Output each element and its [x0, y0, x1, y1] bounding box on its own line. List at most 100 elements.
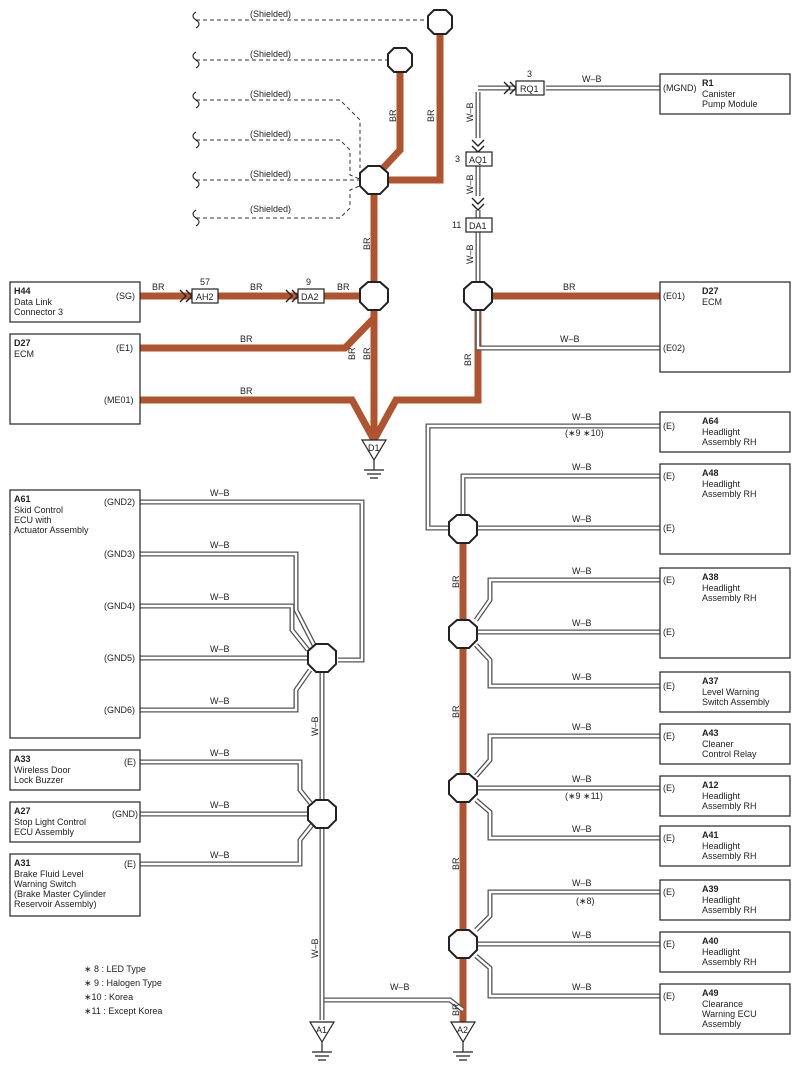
svg-text:W–B: W–B: [210, 850, 230, 860]
component-a31: A31 Brake Fluid Level Warning Switch (Br…: [9, 853, 141, 917]
svg-text:Clearance: Clearance: [702, 999, 743, 1009]
svg-text:W–B: W–B: [210, 488, 230, 498]
svg-text:A40: A40: [702, 936, 719, 946]
svg-text:(E): (E): [663, 731, 675, 741]
svg-text:Headlight: Headlight: [702, 427, 741, 437]
wb-wires-right: [319, 423, 660, 1012]
svg-text:BR: BR: [451, 1003, 461, 1016]
svg-text:W–B: W–B: [572, 722, 592, 732]
svg-text:3: 3: [527, 69, 532, 79]
svg-text:(E): (E): [663, 627, 675, 637]
wb-wires-top: [475, 85, 660, 351]
svg-text:W–B: W–B: [572, 930, 592, 940]
component-a38: A38 Headlight Assembly RH (E) (E): [659, 567, 791, 659]
svg-text:(E): (E): [663, 991, 675, 1001]
svg-text:A1: A1: [316, 1025, 327, 1035]
svg-text:ECU with: ECU with: [14, 515, 52, 525]
svg-text:A38: A38: [702, 572, 719, 582]
svg-text:H44: H44: [14, 286, 31, 296]
svg-text:W–B: W–B: [390, 982, 410, 992]
svg-text:(E): (E): [663, 681, 675, 691]
svg-text:W–B: W–B: [572, 774, 592, 784]
svg-text:BR: BR: [362, 237, 372, 250]
svg-text:BR: BR: [388, 109, 398, 122]
svg-text:(Shielded): (Shielded): [250, 9, 291, 19]
svg-text:(E): (E): [663, 421, 675, 431]
svg-text:W–B: W–B: [572, 566, 592, 576]
junction: [427, 9, 453, 35]
svg-text:W–B: W–B: [210, 644, 230, 654]
junction: [448, 619, 478, 649]
svg-text:(E): (E): [663, 523, 675, 533]
svg-text:Headlight: Headlight: [702, 791, 741, 801]
svg-text:(Shielded): (Shielded): [250, 204, 291, 214]
svg-text:A12: A12: [702, 780, 719, 790]
shielded-wires: [192, 11, 428, 227]
svg-text:W–B: W–B: [465, 244, 475, 264]
svg-text:Headlight: Headlight: [702, 947, 741, 957]
component-a40: A40 Headlight Assembly RH (E): [659, 931, 791, 973]
svg-text:Assembly RH: Assembly RH: [702, 801, 757, 811]
svg-text:W–B: W–B: [572, 824, 592, 834]
svg-text:(E1): (E1): [116, 343, 133, 353]
legend-item: ∗ 9 : Halogen Type: [84, 978, 162, 988]
svg-text:A2: A2: [457, 1025, 468, 1035]
junction: [387, 47, 413, 73]
svg-text:Warning ECU: Warning ECU: [702, 1009, 757, 1019]
svg-text:Wireless Door: Wireless Door: [14, 765, 71, 775]
svg-text:(E): (E): [663, 939, 675, 949]
svg-text:(Shielded): (Shielded): [250, 129, 291, 139]
svg-text:57: 57: [200, 277, 210, 287]
svg-text:W–B: W–B: [572, 514, 592, 524]
svg-text:3: 3: [455, 154, 460, 164]
svg-text:Headlight: Headlight: [702, 479, 741, 489]
junction: [463, 281, 493, 311]
junctions: [307, 9, 493, 959]
svg-text:BR: BR: [426, 109, 436, 122]
wire-labels: BR BR BR BR BR BR W–B W–B W–B W–B W–B W–…: [152, 74, 604, 1016]
svg-text:Reservoir Assembly): Reservoir Assembly): [14, 899, 97, 909]
svg-text:(GND6): (GND6): [104, 705, 135, 715]
component-d27-left: D27 ECM (E1) (ME01): [9, 333, 141, 425]
svg-text:Assembly RH: Assembly RH: [702, 905, 757, 915]
component-r1: R1 Canister Pump Module (MGND): [659, 73, 791, 115]
inline-connectors: 57 AH2 9 DA2 3 RQ1 3 AQ1 11 DA1: [179, 69, 545, 304]
component-a37: A37 Level Warning Switch Assembly (E): [659, 671, 791, 713]
svg-text:(Shielded): (Shielded): [250, 89, 291, 99]
svg-text:Switch Assembly: Switch Assembly: [702, 697, 770, 707]
svg-text:(E): (E): [663, 471, 675, 481]
svg-text:D27: D27: [702, 286, 719, 296]
svg-text:(E): (E): [663, 833, 675, 843]
svg-text:Assembly RH: Assembly RH: [702, 437, 757, 447]
connector-rq1: [515, 80, 545, 96]
svg-text:(E01): (E01): [663, 291, 685, 301]
svg-text:W–B: W–B: [572, 878, 592, 888]
svg-text:BR: BR: [250, 282, 263, 292]
svg-text:Headlight: Headlight: [702, 583, 741, 593]
svg-text:Pump Module: Pump Module: [702, 99, 758, 109]
svg-text:(E02): (E02): [663, 343, 685, 353]
connector-da2: [297, 288, 325, 304]
svg-text:BR: BR: [563, 282, 576, 292]
svg-text:D27: D27: [14, 338, 31, 348]
component-a27: A27 Stop Light Control ECU Assembly (GND…: [9, 801, 141, 843]
component-d27-right: D27 ECM (E01) (E02): [659, 281, 791, 373]
svg-text:A61: A61: [14, 494, 31, 504]
svg-text:W–B: W–B: [572, 618, 592, 628]
svg-text:Assembly RH: Assembly RH: [702, 957, 757, 967]
svg-text:(GND5): (GND5): [104, 653, 135, 663]
shielded-labels: (Shielded) (Shielded) (Shielded) (Shield…: [250, 9, 291, 214]
svg-text:(GND3): (GND3): [104, 549, 135, 559]
svg-text:Assembly RH: Assembly RH: [702, 851, 757, 861]
svg-text:W–B: W–B: [210, 592, 230, 602]
svg-text:(∗9 ∗11): (∗9 ∗11): [565, 791, 603, 801]
svg-text:W–B: W–B: [210, 696, 230, 706]
component-a39: A39 Headlight Assembly RH (E): [659, 879, 791, 921]
svg-text:W–B: W–B: [210, 800, 230, 810]
svg-text:W–B: W–B: [210, 540, 230, 550]
svg-text:Headlight: Headlight: [702, 841, 741, 851]
connector-ah2: [191, 288, 219, 304]
svg-text:(E): (E): [663, 887, 675, 897]
svg-text:DA2: DA2: [301, 292, 319, 302]
